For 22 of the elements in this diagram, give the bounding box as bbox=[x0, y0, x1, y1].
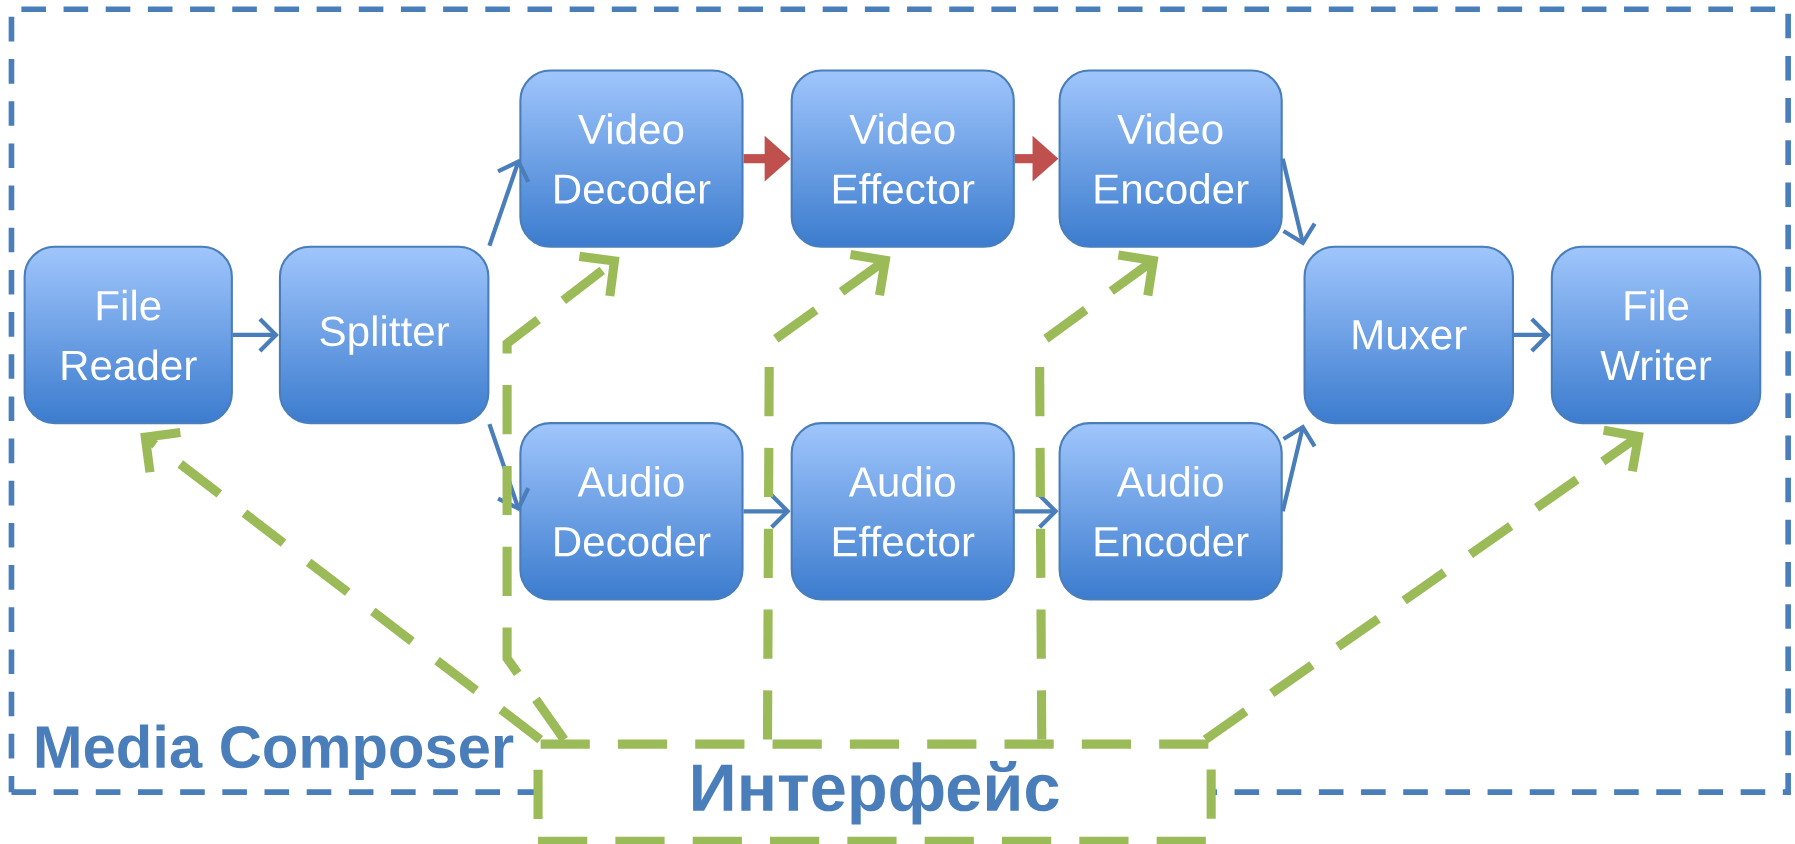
node-label: Интерфейс bbox=[693, 761, 1059, 825]
process-box: Audio Decoder bbox=[519, 422, 744, 601]
arrow bbox=[1034, 250, 1159, 740]
process-box: Audio Encoder bbox=[1058, 422, 1283, 601]
arrow bbox=[487, 423, 531, 512]
arrow bbox=[140, 428, 544, 744]
interface-box: Интерфейс bbox=[533, 739, 1216, 844]
process-box: Video Encoder bbox=[1058, 69, 1283, 248]
arrow bbox=[1280, 158, 1317, 246]
process-box: File Reader bbox=[23, 245, 233, 425]
process-box: Video Effector bbox=[790, 69, 1015, 248]
process-box: Muxer bbox=[1303, 245, 1514, 425]
process-box: Audio Effector bbox=[790, 422, 1015, 601]
process-box: File Writer bbox=[1550, 245, 1762, 425]
arrow bbox=[1280, 424, 1317, 512]
arrow bbox=[502, 251, 620, 743]
process-box: Video Decoder bbox=[519, 69, 744, 248]
container-title: Media Composer bbox=[36, 724, 514, 781]
arrow bbox=[1202, 425, 1644, 744]
process-box: Splitter bbox=[278, 245, 490, 425]
arrow bbox=[487, 158, 531, 247]
arrow bbox=[762, 250, 891, 740]
